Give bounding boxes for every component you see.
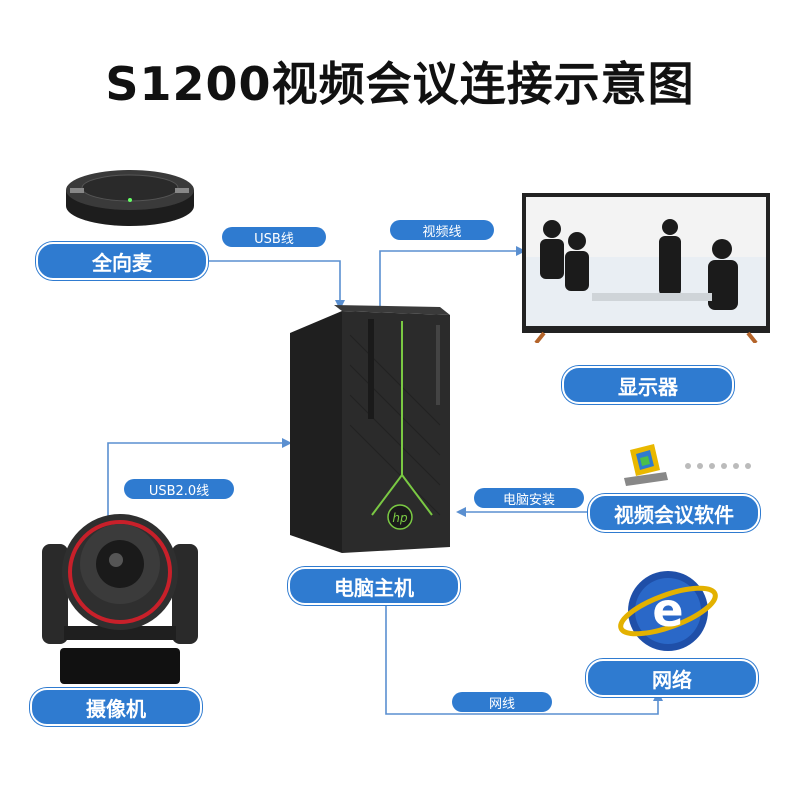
edge-label-usb: USB线	[222, 227, 326, 247]
edge-video-line	[379, 246, 526, 308]
edge-label-install: 电脑安装	[474, 488, 584, 508]
node-display: 显示器	[562, 366, 734, 404]
pc-tower-image: hp	[290, 305, 450, 553]
display-image	[522, 193, 770, 343]
node-omnidirectional-mic: 全向麦	[36, 242, 208, 280]
pc-brand-logo: hp	[392, 511, 408, 525]
edge-net-line	[381, 594, 663, 715]
node-pc-host: 电脑主机	[288, 567, 460, 605]
edge-usb-line	[197, 256, 345, 310]
svg-text:e: e	[652, 583, 683, 637]
node-network: 网络	[586, 659, 758, 697]
edge-label-usb2: USB2.0线	[124, 479, 234, 499]
software-icon	[624, 444, 751, 486]
page-title: S1200视频会议连接示意图	[105, 57, 695, 111]
node-video-conference-software: 视频会议软件	[588, 494, 760, 532]
internet-explorer-icon: e	[618, 571, 718, 651]
speakerphone-image	[66, 170, 194, 226]
ptz-camera-image	[42, 514, 198, 684]
node-camera: 摄像机	[30, 688, 202, 726]
edge-label-video: 视频线	[390, 220, 494, 240]
edge-label-netline: 网线	[452, 692, 552, 712]
edge-usb2-line	[107, 438, 292, 535]
